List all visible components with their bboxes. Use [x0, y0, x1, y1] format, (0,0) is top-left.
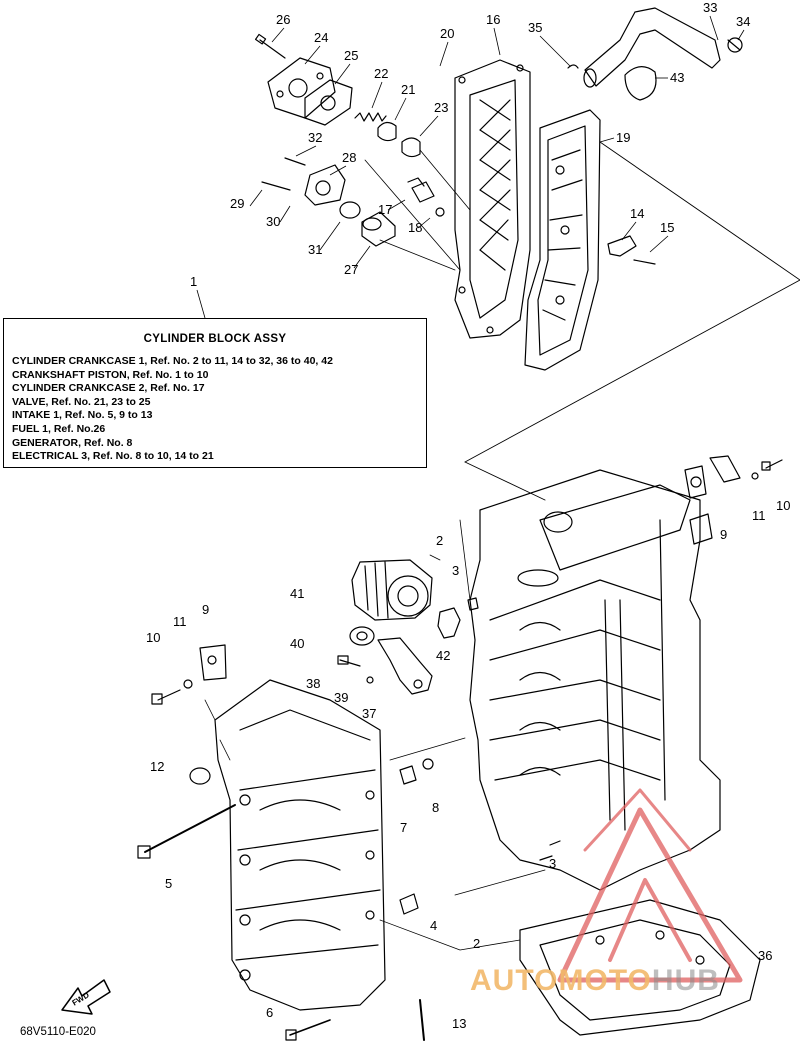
callout-12: 12 — [150, 759, 164, 774]
fwd-arrow-icon — [61, 979, 111, 1015]
washer-40-part — [349, 626, 375, 646]
callout-32: 32 — [308, 130, 322, 145]
bracket-37-part — [337, 637, 433, 695]
mount-plate-9-part — [684, 455, 783, 499]
callout-30: 30 — [266, 214, 280, 229]
callout-18: 18 — [408, 220, 422, 235]
info-line: CYLINDER CRANKCASE 2, Ref. No. 17 — [12, 382, 205, 395]
info-line: CYLINDER CRANKCASE 1, Ref. No. 2 to 11, … — [12, 355, 333, 367]
info-box-title: CYLINDER BLOCK ASSY — [143, 333, 287, 345]
callout-29: 29 — [230, 196, 244, 211]
callout-8: 8 — [432, 800, 439, 815]
callout-11a: 11 — [752, 508, 766, 523]
spring-part — [354, 112, 387, 122]
clamp-part — [567, 37, 743, 101]
callout-2a: 2 — [436, 533, 443, 548]
watermark-text-b: HUB — [651, 964, 720, 997]
callout-38: 38 — [306, 676, 320, 691]
callout-21: 21 — [401, 82, 415, 97]
gasket-small-part — [304, 79, 353, 126]
callout-13: 13 — [452, 1016, 466, 1031]
callout-6: 6 — [266, 1005, 273, 1020]
callout-22: 22 — [374, 66, 388, 81]
fitting-42-part — [437, 597, 479, 639]
callout-10b: 10 — [146, 630, 160, 645]
callout-7: 7 — [400, 820, 407, 835]
pressure-valve-part — [261, 157, 361, 219]
hose-part — [583, 7, 721, 88]
small-parts-left — [137, 644, 434, 1041]
callout-20: 20 — [440, 26, 454, 41]
thermostat-part — [377, 121, 421, 158]
callout-41: 41 — [290, 586, 304, 601]
watermark-text-a: AUTOMOTO — [470, 964, 652, 997]
info-line: INTAKE 1, Ref. No. 5, 9 to 13 — [12, 409, 153, 422]
oil-filter-part — [351, 559, 433, 621]
info-line: ELECTRICAL 3, Ref. No. 8 to 10, 14 to 21 — [12, 450, 214, 463]
callout-9b: 9 — [202, 602, 209, 617]
callout-17: 17 — [378, 202, 392, 217]
collar-part — [361, 211, 396, 247]
callout-5: 5 — [165, 876, 172, 891]
callout-19: 19 — [616, 130, 630, 145]
callout-33: 33 — [703, 0, 717, 15]
exhaust-cover-part — [454, 59, 531, 339]
base-gasket-part — [519, 899, 761, 1036]
callout-15: 15 — [660, 220, 674, 235]
callout-9a: 9 — [720, 527, 727, 542]
cylinder-block-info-box: CYLINDER BLOCK ASSY CYLINDER CRANKCASE 1… — [3, 318, 427, 468]
anode-part — [407, 177, 445, 217]
watermark-text: AUTOMOTOHUB — [470, 964, 720, 998]
info-line: CRANKSHAFT PISTON, Ref. No. 1 to 10 — [12, 368, 209, 381]
callout-3a: 3 — [452, 563, 459, 578]
callout-36: 36 — [758, 948, 772, 963]
gasket-plate-part — [524, 109, 601, 371]
callout-28: 28 — [342, 150, 356, 165]
callout-27: 27 — [344, 262, 358, 277]
callout-23: 23 — [434, 100, 448, 115]
callout-37: 37 — [362, 706, 376, 721]
callout-1: 1 — [190, 274, 197, 289]
info-line: GENERATOR, Ref. No. 8 — [12, 436, 133, 449]
info-line: VALVE, Ref. No. 21, 23 to 25 — [12, 395, 151, 408]
callout-2b: 2 — [473, 936, 480, 951]
callout-43: 43 — [670, 70, 684, 85]
diagram-code: 68V5110-E020 — [20, 1026, 96, 1038]
callout-24: 24 — [314, 30, 328, 45]
callout-40: 40 — [290, 636, 304, 651]
callout-4: 4 — [430, 918, 437, 933]
callout-25: 25 — [344, 48, 358, 63]
callout-39: 39 — [334, 690, 348, 705]
callout-16: 16 — [486, 12, 500, 27]
bracket-14-part — [607, 235, 656, 265]
callout-26: 26 — [276, 12, 290, 27]
crankcase-part — [214, 679, 386, 1011]
thermostat-cover-part — [254, 33, 336, 119]
callout-10a: 10 — [776, 498, 790, 513]
callout-14: 14 — [630, 206, 644, 221]
info-line: FUEL 1, Ref. No.26 — [12, 422, 106, 435]
callout-3b: 3 — [549, 856, 556, 871]
callout-11b: 11 — [173, 614, 187, 629]
cylinder-block-part — [469, 469, 721, 891]
callout-35: 35 — [528, 20, 542, 35]
callout-34: 34 — [736, 14, 750, 29]
callout-42: 42 — [436, 648, 450, 663]
callout-31: 31 — [308, 242, 322, 257]
watermark-logo — [557, 788, 743, 983]
